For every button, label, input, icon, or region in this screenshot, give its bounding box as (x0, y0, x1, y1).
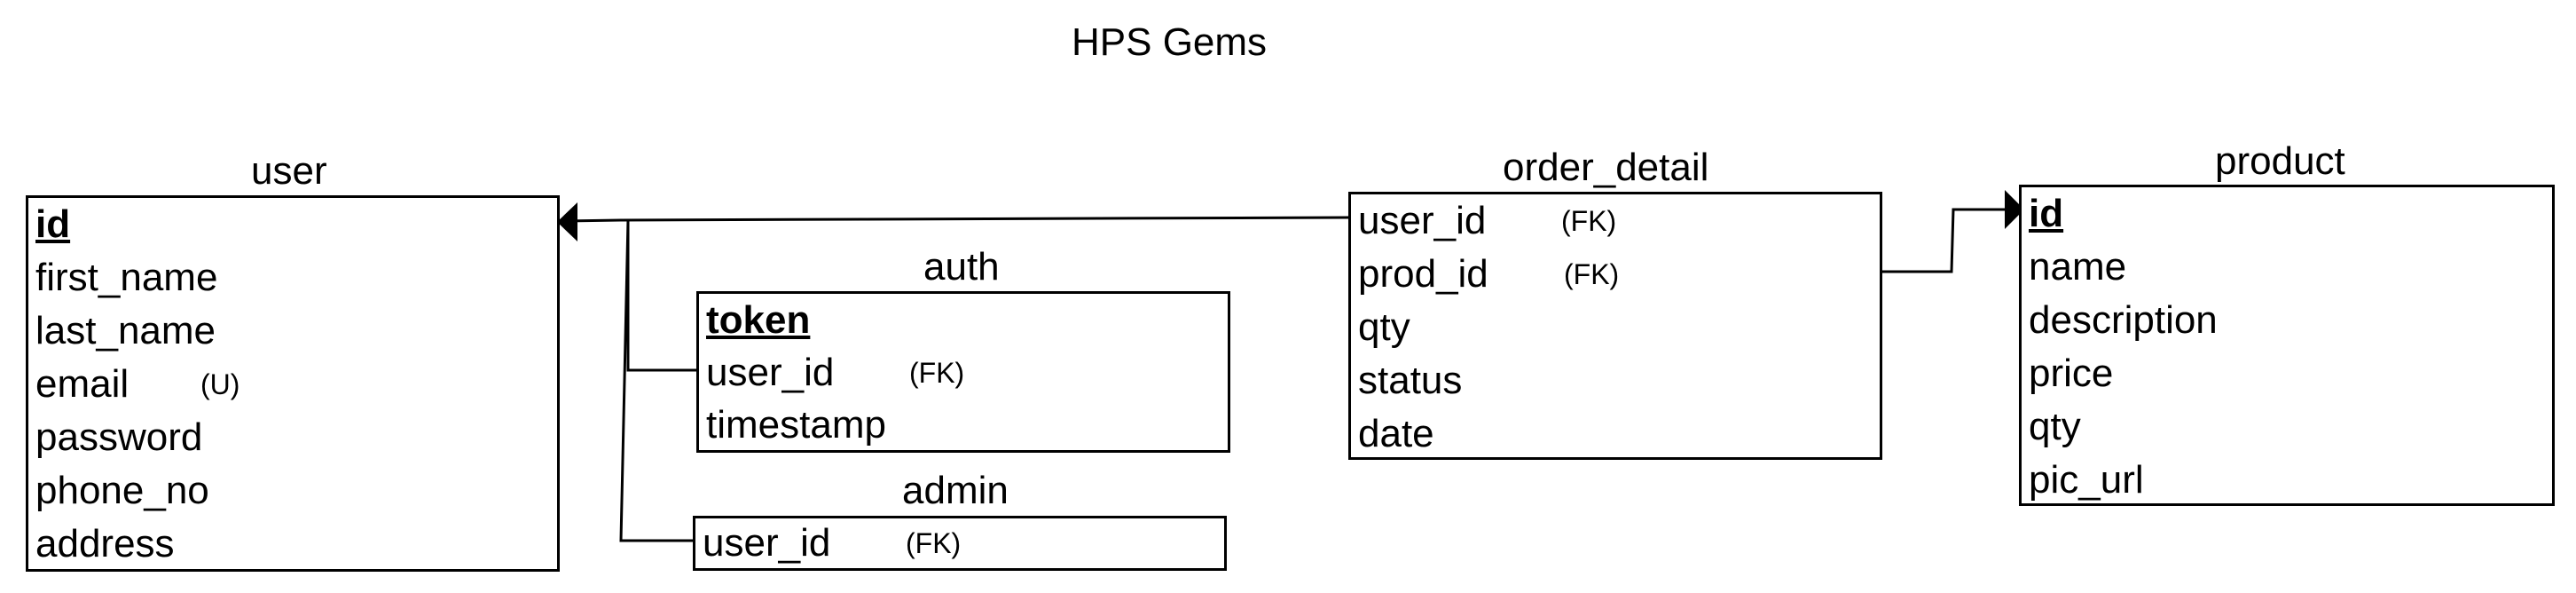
field-row: last_name (35, 304, 216, 358)
arrowhead-user (557, 202, 577, 241)
table-title-auth: auth (923, 245, 1000, 289)
field-name: password (35, 415, 203, 459)
field-name: status (1358, 359, 1463, 402)
field-name: name (2029, 245, 2127, 289)
table-title-user: user (251, 149, 327, 193)
table-user[interactable]: id first_name last_name email (U) passwo… (26, 195, 560, 572)
field-row: user_id (1358, 194, 1486, 248)
table-title-admin: admin (902, 469, 1009, 512)
field-name: prod_id (1358, 252, 1488, 296)
table-admin[interactable]: user_id (FK) (693, 516, 1227, 571)
table-auth[interactable]: token user_id (FK) timestamp (696, 291, 1230, 453)
field-row: price (2029, 347, 2113, 400)
field-name: id (35, 202, 71, 246)
field-name: date (1358, 412, 1434, 455)
field-row: phone_no (35, 464, 209, 518)
field-name: user_id (703, 521, 831, 565)
table-title-order-detail: order_detail (1503, 146, 1709, 189)
field-name: email (35, 362, 130, 406)
field-row: id (2029, 187, 2063, 241)
field-row: name (2029, 241, 2126, 294)
field-name: user_id (706, 351, 835, 394)
field-row: user_id (703, 517, 830, 570)
field-name: timestamp (706, 403, 886, 447)
field-row: pic_url (2029, 454, 2144, 507)
field-row: timestamp (706, 399, 886, 452)
field-row: id (35, 198, 70, 251)
link-admin-user (619, 219, 695, 542)
field-row: date (1358, 407, 1434, 461)
field-name: first_name (35, 256, 218, 299)
field-row: first_name (35, 251, 217, 304)
field-row: password (35, 411, 202, 464)
diagram-title: HPS Gems (1072, 20, 1268, 64)
field-note: (FK) (1561, 205, 1617, 237)
field-name: token (706, 298, 811, 342)
field-row: status (1358, 354, 1462, 407)
field-note: (U) (200, 368, 240, 400)
table-order-detail[interactable]: user_id (FK) prod_id (FK) qty status dat… (1348, 192, 1882, 460)
field-note: (FK) (1564, 258, 1620, 290)
field-name: price (2029, 352, 2114, 395)
field-row: qty (1358, 301, 1410, 354)
field-note: (FK) (909, 357, 965, 389)
field-name: last_name (35, 309, 216, 352)
field-row: token (706, 294, 810, 347)
link-order-product (1881, 208, 2007, 273)
link-auth-user (626, 220, 698, 372)
field-name: qty (1358, 305, 1410, 349)
field-name: id (2029, 192, 2064, 235)
field-row: user_id (706, 346, 834, 399)
arrowhead-product (2005, 190, 2024, 229)
field-name: user_id (1358, 199, 1487, 242)
field-row: address (35, 518, 175, 571)
field-name: phone_no (35, 469, 209, 512)
field-row: description (2029, 294, 2218, 347)
field-row: email (35, 358, 129, 411)
field-row: qty (2029, 400, 2081, 454)
field-note: (FK) (906, 527, 962, 559)
field-name: qty (2029, 405, 2081, 448)
field-name: pic_url (2029, 458, 2144, 502)
field-row: prod_id (1358, 248, 1488, 301)
table-title-product: product (2215, 139, 2345, 183)
link-order-user (563, 216, 1351, 223)
table-product[interactable]: id name description price qty pic_url (2019, 185, 2555, 506)
field-name: address (35, 522, 175, 565)
field-name: description (2029, 298, 2218, 342)
